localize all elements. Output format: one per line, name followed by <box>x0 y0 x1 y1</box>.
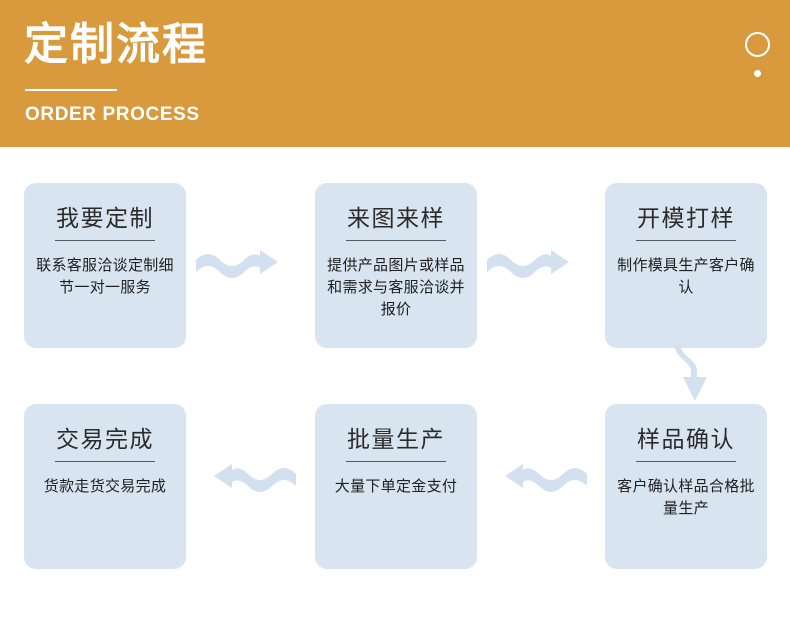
step-title: 交易完成 <box>56 426 154 452</box>
curved-arrow-down-icon <box>675 345 707 401</box>
step-title-divider <box>636 461 736 463</box>
step-title: 来图来样 <box>347 205 445 231</box>
page-header: 定制流程 ORDER PROCESS <box>0 0 790 147</box>
circle-outline-icon <box>745 32 770 57</box>
step-title-divider <box>346 461 446 463</box>
step-title-divider <box>55 461 155 463</box>
step-title: 开模打样 <box>637 205 735 231</box>
step-description: 客户确认样品合格批量生产 <box>617 478 755 518</box>
wavy-arrow-right-icon <box>487 250 569 278</box>
step-title-divider <box>55 240 155 242</box>
process-step-card-5[interactable]: 批量生产 大量下单定金支付 <box>315 404 477 569</box>
page-subtitle: ORDER PROCESS <box>25 104 200 125</box>
step-title: 样品确认 <box>637 426 735 452</box>
wavy-arrow-left-icon <box>214 464 296 492</box>
process-step-card-4[interactable]: 样品确认 客户确认样品合格批量生产 <box>605 404 767 569</box>
process-step-card-6[interactable]: 交易完成 货款走货交易完成 <box>24 404 186 569</box>
process-step-card-1[interactable]: 我要定制 联系客服洽谈定制细节一对一服务 <box>24 183 186 348</box>
title-underline <box>25 89 117 91</box>
step-title-divider <box>346 240 446 242</box>
step-description: 制作模具生产客户确认 <box>617 257 755 297</box>
wavy-arrow-left-icon <box>505 464 587 492</box>
dot-icon <box>754 70 761 77</box>
step-title-divider <box>636 240 736 242</box>
step-description: 提供产品图片或样品和需求与客服洽谈并报价 <box>327 257 465 318</box>
process-step-card-3[interactable]: 开模打样 制作模具生产客户确认 <box>605 183 767 348</box>
step-description: 联系客服洽谈定制细节一对一服务 <box>36 257 174 297</box>
step-title: 批量生产 <box>347 426 445 452</box>
wavy-arrow-right-icon <box>196 250 278 278</box>
process-step-card-2[interactable]: 来图来样 提供产品图片或样品和需求与客服洽谈并报价 <box>315 183 477 348</box>
step-description: 货款走货交易完成 <box>43 478 167 496</box>
page-title: 定制流程 <box>24 20 208 69</box>
step-description: 大量下单定金支付 <box>334 478 458 496</box>
step-title: 我要定制 <box>56 205 154 231</box>
